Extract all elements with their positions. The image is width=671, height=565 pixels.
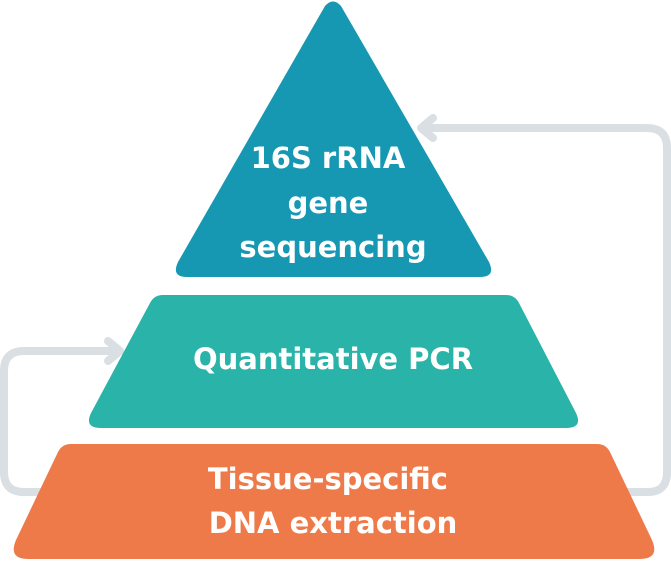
tier-top-label-line-3: sequencing (239, 230, 426, 264)
left-loop-connector (0, 347, 120, 496)
tier-top-shape (175, 1, 492, 277)
tier-bottom-label: Tissue-specific DNA extraction (208, 462, 458, 540)
tier-top-label-line-1: 16S rRNA (251, 141, 406, 175)
left-loop-arrowhead (104, 337, 124, 365)
tier-top-label: 16S rRNA gene sequencing (239, 141, 426, 264)
tier-middle-label-line-1: Quantitative PCR (193, 342, 473, 376)
right-loop-connector (421, 124, 671, 496)
tier-bottom-label-line-2: DNA extraction (209, 506, 458, 540)
tier-middle-shape (88, 295, 579, 428)
tier-top-label-line-2: gene (288, 186, 369, 220)
tier-bottom-label-line-1: Tissue-specific (208, 462, 448, 496)
right-loop-arrowhead (417, 114, 437, 142)
tier-bottom-shape (13, 444, 655, 559)
tier-middle-label: Quantitative PCR (193, 342, 473, 376)
